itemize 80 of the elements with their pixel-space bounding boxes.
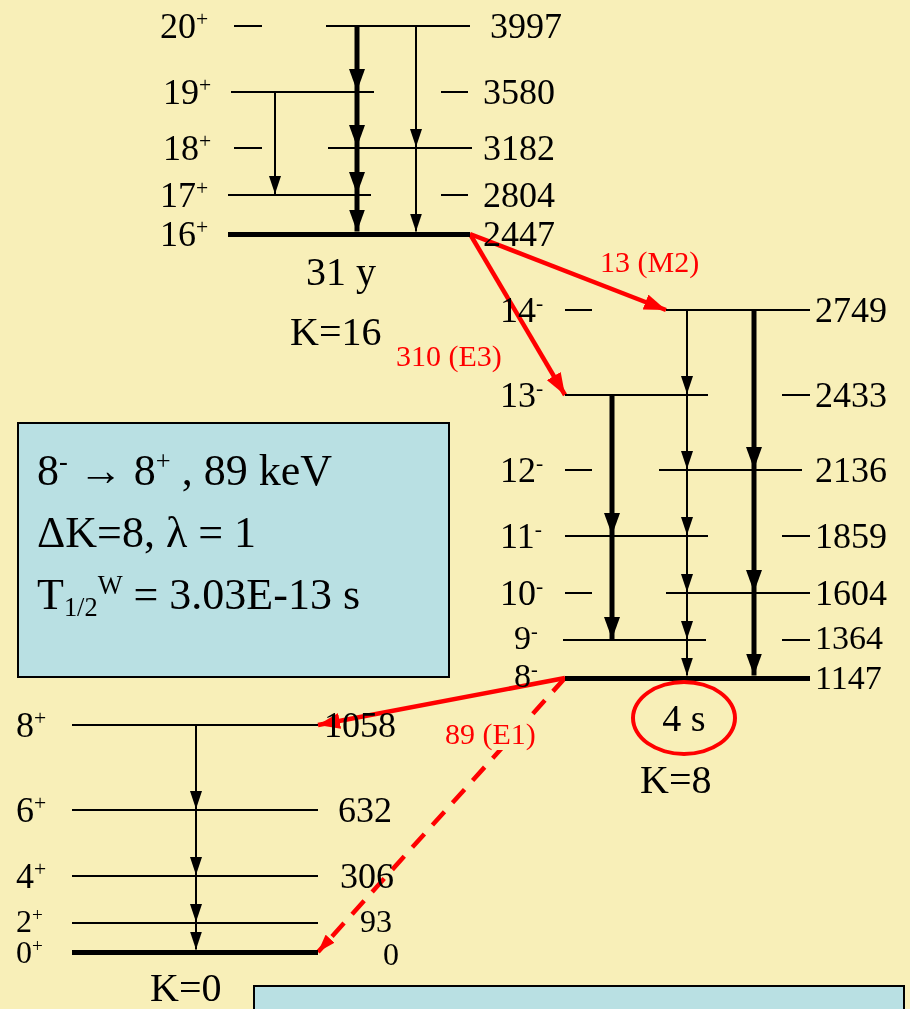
energy-level-line: [666, 309, 810, 311]
info-text: T$_{1/2}$$^{W}$ = 3.03E-13 s: [37, 570, 361, 620]
gamma-arrow: [681, 640, 693, 677]
info-text: 8$^{-}$ → 8$^{+}$ , 89 keV: [37, 446, 333, 496]
transition-arrow: [468, 232, 567, 397]
energy-level-line: [72, 809, 318, 811]
half-life-label: 31 y: [306, 251, 376, 293]
energy-label: 1604: [815, 574, 887, 612]
energy-label: 1147: [815, 660, 882, 696]
info-text: ΔK=8, λ = 1: [37, 508, 258, 558]
energy-level-line: [326, 25, 470, 27]
energy-label: 1859: [815, 517, 887, 555]
energy-label: 2447: [483, 215, 555, 253]
gamma-arrow: [349, 93, 365, 147]
spin-parity-label: 2$^{+}$: [16, 904, 43, 938]
gamma-arrow: [410, 26, 422, 148]
transition-arrow: [316, 676, 567, 954]
energy-level-line: [72, 875, 318, 877]
energy-level-line: [659, 469, 802, 471]
energy-label: 306: [340, 857, 394, 895]
gamma-arrow: [681, 536, 693, 593]
gamma-arrow: [681, 395, 693, 470]
energy-label: 2433: [815, 376, 887, 414]
gamma-arrow: [746, 311, 762, 469]
gamma-arrow: [349, 196, 365, 232]
spin-parity-label: 4$^{+}$: [16, 857, 47, 895]
spin-parity-label: 16$^{+}$: [160, 215, 209, 253]
spin-parity-label: 8$^{+}$: [16, 706, 47, 744]
energy-level-line: [228, 194, 371, 196]
energy-label: 3182: [483, 129, 555, 167]
gamma-arrow: [190, 725, 202, 810]
spin-parity-label: 11$^{-}$: [500, 517, 542, 555]
gamma-arrow: [746, 471, 762, 592]
gamma-arrow: [190, 923, 202, 951]
gamma-arrow: [681, 310, 693, 395]
gamma-arrow: [681, 593, 693, 640]
gamma-arrow: [190, 876, 202, 923]
half-life-circle: 4 s: [631, 680, 737, 756]
energy-label: 632: [338, 791, 392, 829]
energy-level-line: [328, 147, 472, 149]
spin-parity-label: 12$^{-}$: [500, 451, 544, 489]
energy-label: 3580: [483, 73, 555, 111]
energy-label: 93: [360, 904, 392, 938]
spin-parity-label: 20$^{+}$: [160, 7, 209, 45]
energy-level-line: [231, 91, 374, 93]
gamma-arrow: [746, 594, 762, 676]
energy-label: 2804: [483, 176, 555, 214]
edge-label: 89 (E1): [443, 718, 538, 750]
energy-level-line: [666, 592, 810, 594]
energy-label: 3997: [490, 7, 562, 45]
band-label: K=16: [290, 311, 382, 353]
energy-label: 1364: [815, 620, 883, 656]
spin-parity-label: 10$^{-}$: [500, 574, 544, 612]
gamma-arrow: [269, 92, 281, 195]
spin-parity-label: 17$^{+}$: [160, 176, 209, 214]
energy-label: 0: [383, 937, 399, 971]
gamma-arrow: [410, 148, 422, 233]
energy-level-line: [72, 922, 318, 924]
energy-level-line: [563, 639, 706, 641]
spin-parity-label: 6$^{+}$: [16, 791, 47, 829]
energy-label: 2136: [815, 451, 887, 489]
transition-arrow: [469, 231, 667, 313]
spin-parity-label: 19$^{+}$: [163, 73, 212, 111]
energy-level-line: [565, 394, 708, 396]
energy-level-line: [565, 535, 708, 537]
band-label: K=0: [150, 967, 222, 1009]
spin-parity-label: 0$^{+}$: [16, 935, 43, 969]
gamma-arrow: [681, 470, 693, 536]
spin-parity-label: 9$^{-}$: [514, 620, 538, 656]
spin-parity-label: 13$^{-}$: [500, 376, 544, 414]
gamma-arrow: [604, 396, 620, 535]
band-label: K=8: [640, 759, 712, 801]
gamma-arrow: [349, 27, 365, 91]
gamma-arrow: [190, 810, 202, 876]
spin-parity-label: 18$^{+}$: [163, 129, 212, 167]
info-panel: [17, 422, 450, 678]
energy-label: 2749: [815, 291, 887, 329]
energy-level-line: [72, 724, 318, 726]
gamma-arrow: [349, 149, 365, 194]
gamma-arrow: [604, 537, 620, 639]
